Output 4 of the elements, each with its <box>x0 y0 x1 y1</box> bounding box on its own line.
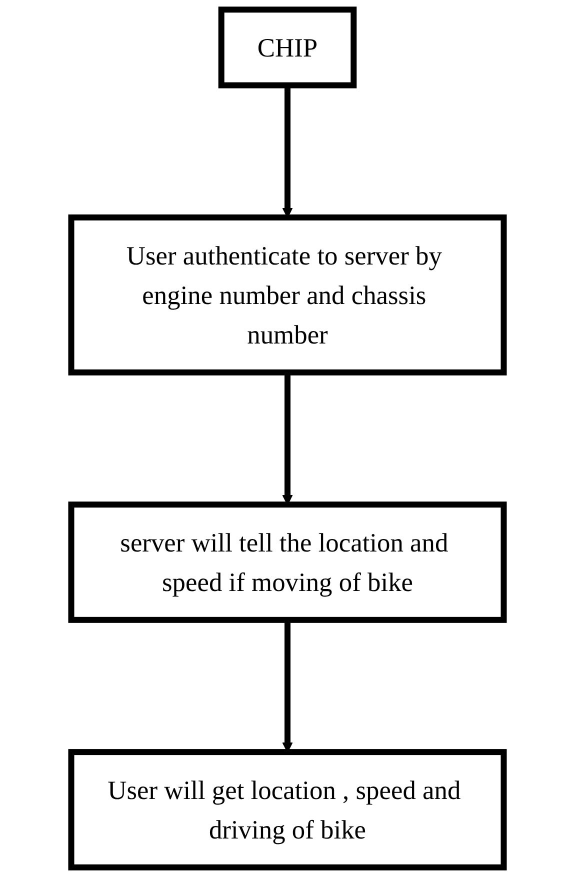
node-box: User authenticate to server by engine number and chassis number <box>68 214 507 376</box>
node-box: CHIP <box>218 6 357 88</box>
node-box: User will get location , speed and driving of bike <box>68 749 507 870</box>
node-box: server will tell the location and speed if moving of bike <box>68 502 507 623</box>
